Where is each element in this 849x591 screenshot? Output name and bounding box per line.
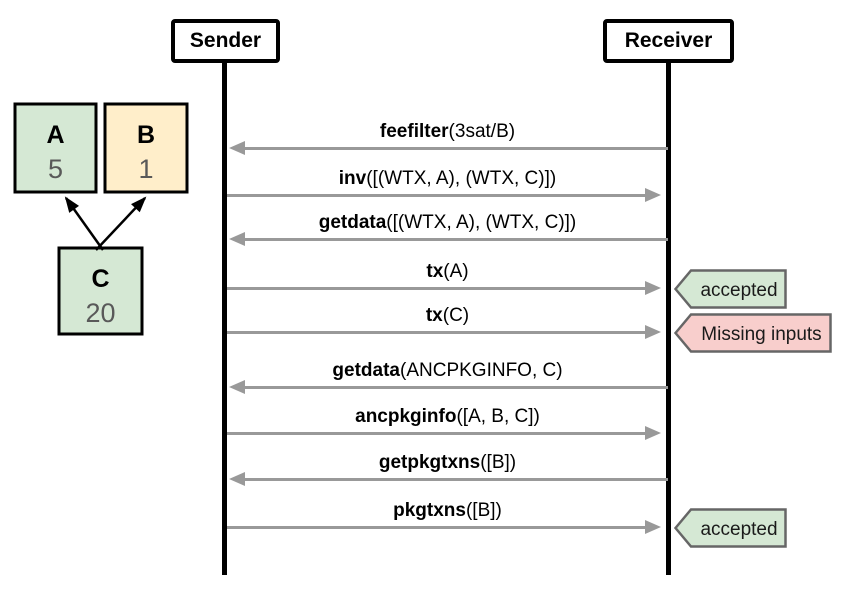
arrowhead-icon: [229, 472, 245, 486]
message-arrow-line: [227, 194, 646, 197]
tx-node-value: 20: [85, 298, 115, 328]
tx-node-label: A: [46, 121, 64, 149]
status-badge-text: Missing inputs: [701, 324, 821, 345]
message-fn: inv: [338, 168, 367, 189]
message-args: (ANCPKGINFO, C): [400, 360, 563, 381]
arrowhead-icon: [645, 426, 661, 440]
message-label: tx(C): [227, 303, 668, 329]
arrowhead-icon: [229, 141, 245, 155]
status-badge-success: accepted: [674, 269, 787, 309]
message-fn: feefilter: [379, 121, 449, 142]
message-label: getdata([(WTX, A), (WTX, C)]): [227, 210, 668, 236]
message-arrow-line: [227, 331, 646, 334]
actor-sender: Sender: [171, 19, 280, 63]
message-fn: ancpkginfo: [355, 406, 457, 427]
message-fn: getdata: [332, 360, 400, 381]
message-label: ancpkginfo([A, B, C]): [227, 404, 668, 430]
arrowhead-icon: [645, 281, 661, 295]
message-arrow-line: [245, 478, 668, 481]
receiver-lifeline: [666, 62, 671, 575]
tx-node-label: B: [137, 121, 155, 149]
message-args: (C): [442, 305, 470, 326]
tx-node-value: 1: [138, 154, 153, 184]
tx-node-label: C: [91, 265, 109, 293]
status-badge-shape: [674, 269, 787, 309]
message-fn: pkgtxns: [393, 500, 466, 521]
tx-node-B: [103, 102, 189, 194]
message-args: ([(WTX, A), (WTX, C)]): [386, 212, 577, 233]
message-arrow-line: [245, 386, 668, 389]
message-fn: getpkgtxns: [378, 452, 481, 473]
message-fn: tx: [426, 261, 444, 282]
message-args: ([B]): [480, 452, 517, 473]
arrowhead-icon: [645, 325, 661, 339]
message-arrow-line: [227, 287, 646, 290]
arrowhead-icon: [645, 520, 661, 534]
message-args: (3sat/B): [448, 121, 516, 142]
tx-node-value: 5: [48, 154, 63, 184]
actor-receiver: Receiver: [603, 19, 734, 63]
message-arrow-line: [227, 526, 646, 529]
message-fn: tx: [425, 305, 443, 326]
sender-lifeline: [222, 62, 227, 575]
status-badge-error: Missing inputs: [674, 313, 832, 353]
arrowhead-icon: [229, 232, 245, 246]
message-args: ([(WTX, A), (WTX, C)]): [366, 168, 557, 189]
message-args: ([A, B, C]): [456, 406, 540, 427]
tx-node-A: [13, 102, 98, 194]
tx-edge-C-A: [64, 196, 105, 251]
message-label: getdata(ANCPKGINFO, C): [227, 358, 668, 384]
tx-graph: A 5 B 1C 20: [13, 102, 189, 336]
message-fn: getdata: [318, 212, 387, 233]
message-label: tx(A): [227, 259, 668, 285]
message-label: feefilter(3sat/B): [227, 119, 668, 145]
message-arrow-line: [245, 147, 668, 150]
message-label: pkgtxns([B]): [227, 498, 668, 524]
message-args: (A): [443, 261, 469, 282]
tx-edge-C-B: [95, 196, 147, 251]
status-badge-shape: [674, 313, 832, 353]
message-label: inv([(WTX, A), (WTX, C)]): [227, 166, 668, 192]
message-arrow-line: [227, 432, 646, 435]
status-badge-text: accepted: [700, 280, 777, 301]
arrowhead-icon: [229, 380, 245, 394]
status-badge-text: accepted: [700, 519, 777, 540]
status-badge-shape: [674, 508, 787, 548]
message-args: ([B]): [465, 500, 502, 521]
arrowhead-icon: [645, 188, 661, 202]
message-label: getpkgtxns([B]): [227, 450, 668, 476]
message-arrow-line: [245, 238, 668, 241]
status-badge-success: accepted: [674, 508, 787, 548]
